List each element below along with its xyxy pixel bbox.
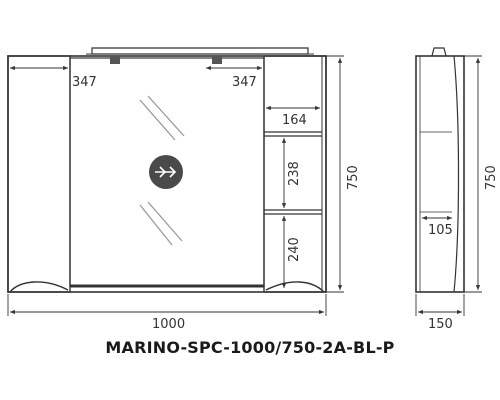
side-view: [415, 47, 465, 293]
side-outline: [415, 55, 465, 293]
dim-door-right: 347: [232, 75, 257, 90]
dim-side-depth: 150: [428, 317, 453, 332]
lamp-left: [110, 56, 120, 64]
dim-shelf-lower: 240: [287, 237, 302, 262]
model-code: MARINO-SPC-1000/750-2A-BL-P: [105, 338, 395, 357]
dim-shelf-width: 164: [282, 113, 307, 128]
mirror-reflection-marks: [139, 95, 185, 246]
side-top-cap: [431, 47, 447, 57]
dim-side-height: 750: [484, 165, 499, 190]
front-view: [7, 47, 327, 293]
dim-total-height: 750: [346, 165, 361, 190]
dim-shelf-upper: 238: [287, 161, 302, 186]
dim-side-inner-depth: 105: [428, 223, 453, 238]
lamp-right: [212, 56, 222, 64]
dim-total-width: 1000: [152, 317, 185, 332]
side-front-curve: [453, 55, 460, 293]
touch-sensor-icon: [149, 155, 183, 189]
left-door-curve: [9, 281, 69, 293]
dim-door-left: 347: [72, 75, 97, 90]
left-door: [7, 55, 71, 293]
right-door-curve: [265, 281, 325, 293]
front-dimension-lines: [7, 55, 344, 316]
lamp-bar: [91, 47, 309, 55]
shelves: [264, 56, 323, 292]
side-dimension-lines: [415, 55, 482, 316]
